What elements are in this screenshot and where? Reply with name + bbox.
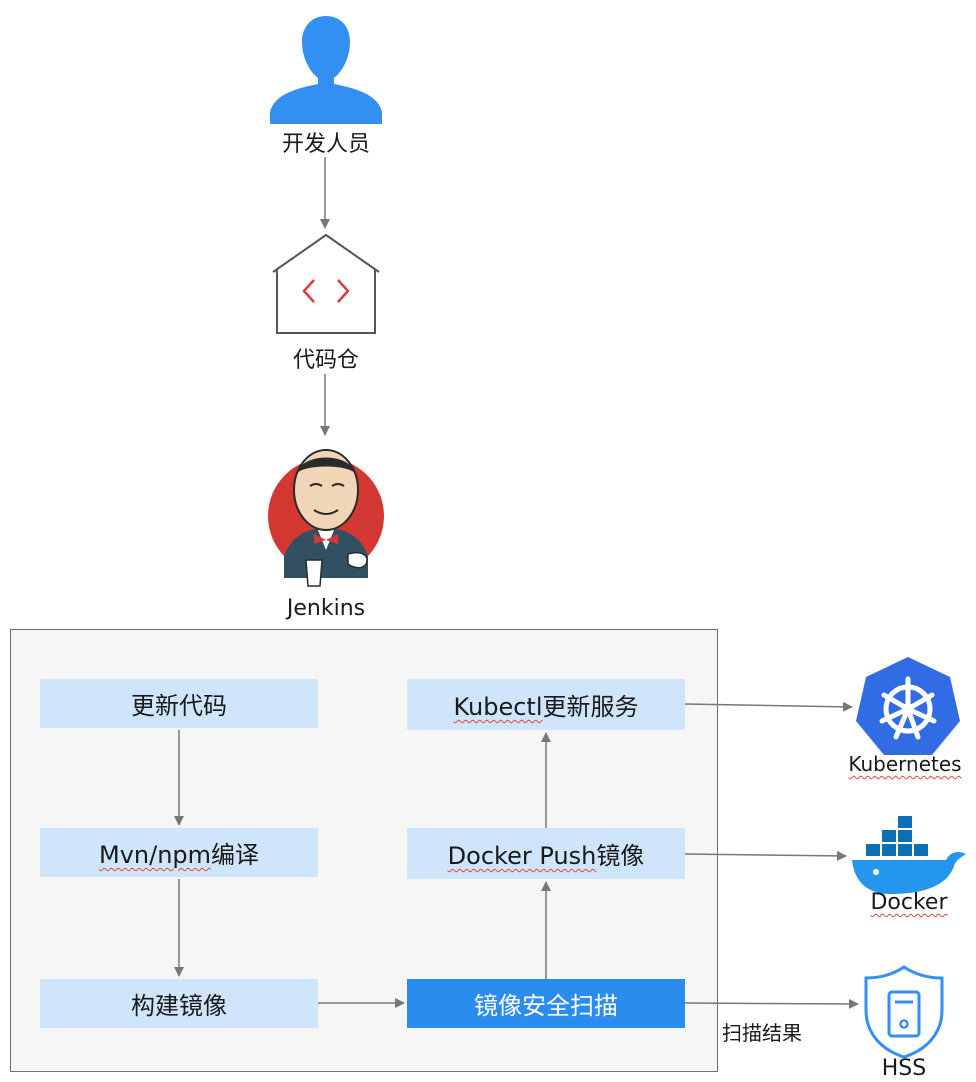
kubernetes-label: Kubernetes <box>848 752 962 776</box>
hss-label: HSS <box>881 1056 927 1081</box>
arrow-scan-to-hss <box>684 998 859 1009</box>
kubernetes-helm-icon <box>856 657 960 755</box>
step-kubectl-update-label: Kubectl更新服务 <box>453 693 639 721</box>
arrow-push-to-docker <box>684 850 847 861</box>
docker-whale-icon <box>852 816 966 894</box>
step-compile-label: Mvn/npm编译 <box>98 841 260 869</box>
step-build-image: 构建镜像 <box>40 979 318 1028</box>
step-scan-image: 镜像安全扫描 <box>407 979 685 1028</box>
person-icon <box>270 16 382 124</box>
docker-label: Docker <box>870 890 948 915</box>
jenkins-label: Jenkins <box>286 596 366 621</box>
scan-result-label: 扫描结果 <box>722 1021 802 1045</box>
step-scan-image-label: 镜像安全扫描 <box>474 992 618 1020</box>
step-kubectl-update: Kubectl更新服务 <box>407 679 685 730</box>
step-update-code-label: 更新代码 <box>131 692 227 720</box>
step-update-code: 更新代码 <box>40 679 318 728</box>
developer-label: 开发人员 <box>281 132 370 157</box>
code-repo-icon <box>272 233 380 334</box>
jenkins-butler-icon <box>268 449 384 587</box>
step-docker-push: Docker Push镜像 <box>407 828 685 879</box>
repo-label: 代码仓 <box>292 348 359 373</box>
step-compile: Mvn/npm编译 <box>40 828 318 877</box>
step-build-image-label: 构建镜像 <box>131 992 227 1020</box>
step-docker-push-label: Docker Push镜像 <box>447 842 645 870</box>
arrow-kubectl-to-kubernetes <box>684 701 853 712</box>
shield-server-icon <box>864 965 944 1059</box>
